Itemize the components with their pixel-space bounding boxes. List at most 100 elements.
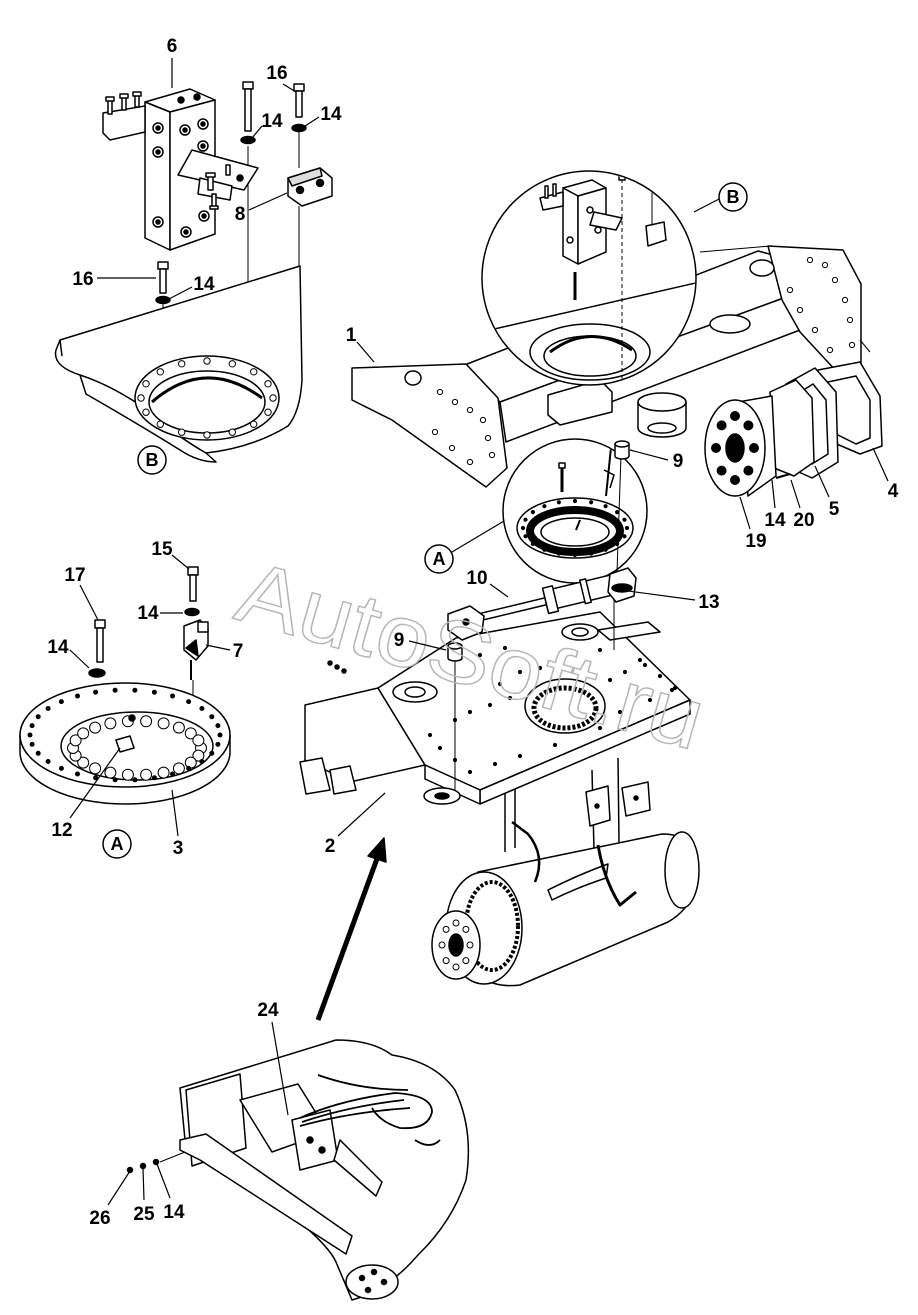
- ring-ball: [121, 768, 134, 781]
- plate-hole: [607, 677, 613, 683]
- ring-ball: [104, 766, 117, 779]
- callout-pin-upper: 9: [673, 451, 684, 472]
- plate-hole: [597, 647, 603, 653]
- bolt-16-upper-right: [293, 83, 305, 118]
- ring-bolt-hole: [556, 500, 562, 505]
- axle-pipe: [596, 844, 637, 907]
- marker-b-detail-label: B: [146, 450, 159, 470]
- detail-a-inset: [502, 438, 648, 584]
- ring-bolt-hole: [199, 706, 205, 711]
- callout-motor: 19: [745, 531, 766, 552]
- motor-flange-holes: [711, 411, 759, 485]
- ring-bolt-hole: [186, 699, 192, 705]
- ring-bolt-hole: [151, 775, 157, 781]
- plate-hole: [537, 665, 543, 671]
- wiring-harness-24: [299, 1074, 441, 1146]
- flange-group: [704, 361, 883, 497]
- frame-hole: [451, 398, 459, 406]
- callout-fastener-washer: 14: [163, 1202, 185, 1223]
- ring-bolt-hole: [572, 498, 578, 504]
- callout-plate: 5: [829, 499, 840, 520]
- flange-hole: [743, 420, 754, 431]
- ring-ball: [184, 727, 197, 740]
- callout-lower-bolt: 16: [72, 269, 93, 290]
- gasket-20: [769, 379, 815, 477]
- ring-ball: [172, 762, 185, 775]
- ring-bolt-hole: [603, 504, 608, 509]
- ring-bolt-hole: [530, 509, 536, 515]
- frame-hole: [488, 451, 496, 459]
- ring-ball: [192, 734, 205, 747]
- small-fasteners: [126, 1158, 160, 1174]
- ring-bolt-hole: [215, 723, 221, 729]
- marker-a-detail-label: A: [111, 834, 124, 854]
- plate-hole: [517, 753, 523, 759]
- flange-hole: [711, 443, 721, 453]
- detail-b-inset: [481, 170, 697, 386]
- ring-ball: [89, 721, 102, 734]
- ring-bolt-hole: [27, 732, 33, 738]
- valve-bracket-left: [102, 91, 146, 141]
- callout-upper-washer-left: 14: [261, 111, 283, 132]
- ring-bolt-hole: [589, 551, 594, 556]
- marker-b-inset-label: B: [727, 187, 740, 207]
- callout-labels: 6 16 14 14 8 16 14 1 9 4 5 20 14 19 10 1…: [47, 36, 898, 1229]
- ring-bolt-hole: [215, 741, 221, 747]
- plate-hole: [477, 652, 483, 658]
- ring-bolt-hole: [170, 693, 175, 699]
- plate-hole: [552, 742, 558, 748]
- hub-bolt: [466, 941, 474, 949]
- hub-bolt: [452, 963, 460, 971]
- hub-bolt: [462, 925, 470, 933]
- frame-hole: [848, 341, 856, 349]
- frame-pivot-pin: [637, 392, 687, 438]
- lower-frame-2: [299, 611, 691, 931]
- frame-hole: [811, 326, 819, 334]
- pin-9-upper: [614, 440, 630, 460]
- lower-frame-holes: [427, 645, 678, 775]
- ring-bolt-hole: [209, 750, 215, 756]
- frame-hole: [431, 428, 439, 436]
- frame-hole: [821, 261, 829, 269]
- view-direction-arrow: [315, 837, 387, 1021]
- plate-hole: [487, 702, 493, 708]
- callout-lower-frame: 2: [325, 836, 336, 857]
- callout-upper-washer-right: 14: [320, 104, 342, 125]
- plate-hole: [657, 673, 663, 679]
- slewing-ring-3: [19, 682, 231, 805]
- ring-ball: [140, 768, 153, 781]
- ring-hole: [203, 431, 211, 439]
- callout-upper-bolt: 16: [266, 63, 287, 84]
- plate-hole: [642, 662, 648, 668]
- frame-hole: [448, 444, 456, 452]
- ring-bolt-hole: [542, 547, 547, 552]
- frame-hole: [826, 346, 834, 354]
- washer-14-lower: [155, 295, 171, 305]
- bracket-7: [183, 619, 209, 680]
- frame-hole: [846, 316, 854, 324]
- slewing-ring-holes: [27, 687, 223, 783]
- plate-hole: [669, 687, 675, 693]
- ring-hole: [137, 394, 145, 402]
- rear-frame-assembly: [126, 1039, 470, 1301]
- ring-bolt-hole: [622, 534, 627, 539]
- lower-frame-gear-teeth: [531, 685, 599, 731]
- callout-cylinder: 10: [466, 568, 487, 589]
- plate-hole: [437, 745, 443, 751]
- ring-hole: [228, 360, 237, 368]
- ring-bolt-hole: [93, 775, 99, 781]
- ring-bolt-hole: [589, 500, 594, 505]
- ring-bolt-hole: [624, 525, 630, 531]
- ring-bolt-hole: [622, 517, 627, 522]
- flange-hole: [716, 465, 727, 476]
- ring-ball: [77, 756, 90, 769]
- ring-ball: [192, 749, 205, 762]
- ring-hole: [228, 428, 237, 436]
- ring-ball: [184, 756, 197, 769]
- ring-bolt-hole: [209, 714, 215, 720]
- marker-a-inset-label: A: [433, 549, 446, 569]
- pin-9-lower: [447, 642, 463, 662]
- axle-housing-right-end: [664, 831, 700, 909]
- frame-hole: [479, 416, 487, 424]
